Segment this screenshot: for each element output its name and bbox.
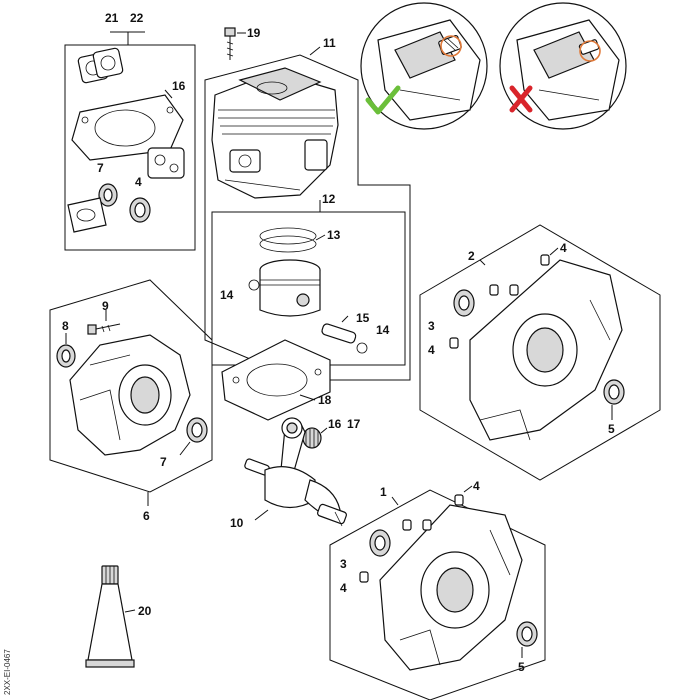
intake-gasket-pair bbox=[77, 47, 124, 84]
gasket-18 bbox=[221, 339, 331, 421]
check-mark-icon bbox=[365, 85, 401, 115]
oil-seal-5b bbox=[516, 621, 538, 647]
oil-seal-3b bbox=[369, 529, 391, 557]
screw-9 bbox=[87, 323, 121, 335]
piston bbox=[259, 259, 321, 317]
oil-seal-5a bbox=[603, 379, 625, 405]
crankcase-half-2-group: 2 4 3 4 5 bbox=[419, 224, 661, 481]
callout-3a: 3 bbox=[428, 319, 435, 333]
gasket-set-frame bbox=[64, 44, 196, 251]
gasket-set-group: 21 22 16 bbox=[64, 11, 196, 251]
piston-clip-14a bbox=[248, 279, 260, 291]
callout-4e: 4 bbox=[340, 581, 347, 595]
callout-8: 8 bbox=[62, 319, 69, 333]
callout-10: 10 bbox=[230, 516, 244, 530]
oil-seal-3a bbox=[453, 289, 475, 317]
side-code: 2XX-EI-0467 bbox=[3, 649, 12, 695]
crankshaft bbox=[244, 417, 347, 527]
sleeves-1 bbox=[359, 494, 464, 583]
crankcase-half-6-group: 9 8 7 6 bbox=[49, 279, 213, 523]
crankcase-2-frame bbox=[419, 224, 661, 481]
cylinder-frame bbox=[204, 54, 411, 381]
sleeves-2 bbox=[449, 254, 550, 349]
callout-4d: 4 bbox=[473, 479, 480, 493]
crankcase-half-1-group: 1 4 3 4 5 bbox=[329, 479, 546, 700]
oil-seal-8 bbox=[56, 344, 76, 368]
highlight-ring-incorrect bbox=[579, 40, 601, 62]
callout-6: 6 bbox=[143, 509, 150, 523]
callout-4b: 4 bbox=[560, 241, 567, 255]
grease-tube-group: 20 bbox=[85, 565, 152, 668]
piston-rings bbox=[259, 227, 317, 253]
oil-seal-7b bbox=[186, 417, 208, 443]
callout-7b: 7 bbox=[160, 455, 167, 469]
callout-11: 11 bbox=[323, 36, 336, 50]
screw-19: 19 bbox=[224, 26, 261, 60]
callout-14b: 14 bbox=[376, 323, 390, 337]
crankcase-6-frame bbox=[49, 279, 213, 493]
callout-14a: 14 bbox=[220, 288, 234, 302]
oil-seal-7 bbox=[98, 183, 118, 207]
callout-16b: 16 bbox=[328, 417, 342, 431]
cross-mark-icon bbox=[509, 85, 533, 113]
crankcase-2 bbox=[469, 259, 623, 441]
grease-tube bbox=[85, 565, 135, 668]
callout-5b: 5 bbox=[518, 660, 525, 674]
callout-5a: 5 bbox=[608, 422, 615, 436]
callout-4c: 4 bbox=[428, 343, 435, 357]
cylinder-group: 11 12 13 bbox=[204, 36, 411, 381]
callout-19: 19 bbox=[247, 26, 261, 40]
callout-9: 9 bbox=[102, 299, 109, 313]
piston-frame bbox=[211, 211, 406, 366]
callout-16: 16 bbox=[172, 79, 186, 93]
callout-2: 2 bbox=[468, 249, 475, 263]
callout-20: 20 bbox=[138, 604, 152, 618]
piston-pin bbox=[321, 323, 357, 344]
callout-4a: 4 bbox=[135, 175, 142, 189]
callout-1: 1 bbox=[380, 485, 387, 499]
callout-13: 13 bbox=[327, 228, 341, 242]
piston-clip-14b bbox=[356, 342, 368, 354]
callout-21: 21 bbox=[105, 11, 119, 25]
crankshaft-group: 10 bbox=[230, 417, 347, 530]
oil-seal-4 bbox=[129, 197, 151, 223]
callout-7a: 7 bbox=[97, 161, 104, 175]
cylinder bbox=[211, 67, 339, 199]
crankcase-1-frame bbox=[329, 489, 546, 700]
callout-18: 18 bbox=[318, 393, 332, 407]
callout-22: 22 bbox=[130, 11, 144, 25]
gasket-18-group: 18 bbox=[221, 339, 332, 421]
callout-15: 15 bbox=[356, 311, 370, 325]
needle-cage-group: 16 17 bbox=[302, 417, 361, 449]
crankcase-6 bbox=[69, 334, 191, 456]
needle-cage bbox=[302, 427, 322, 449]
muffler-gasket bbox=[147, 147, 185, 179]
callout-12: 12 bbox=[322, 192, 336, 206]
inset-incorrect bbox=[499, 2, 627, 130]
callout-17: 17 bbox=[347, 417, 361, 431]
highlight-ring-correct bbox=[440, 35, 462, 57]
crankcase-1 bbox=[379, 504, 523, 671]
inset-correct bbox=[360, 2, 488, 130]
callout-3b: 3 bbox=[340, 557, 347, 571]
exhaust-gasket bbox=[67, 197, 107, 233]
